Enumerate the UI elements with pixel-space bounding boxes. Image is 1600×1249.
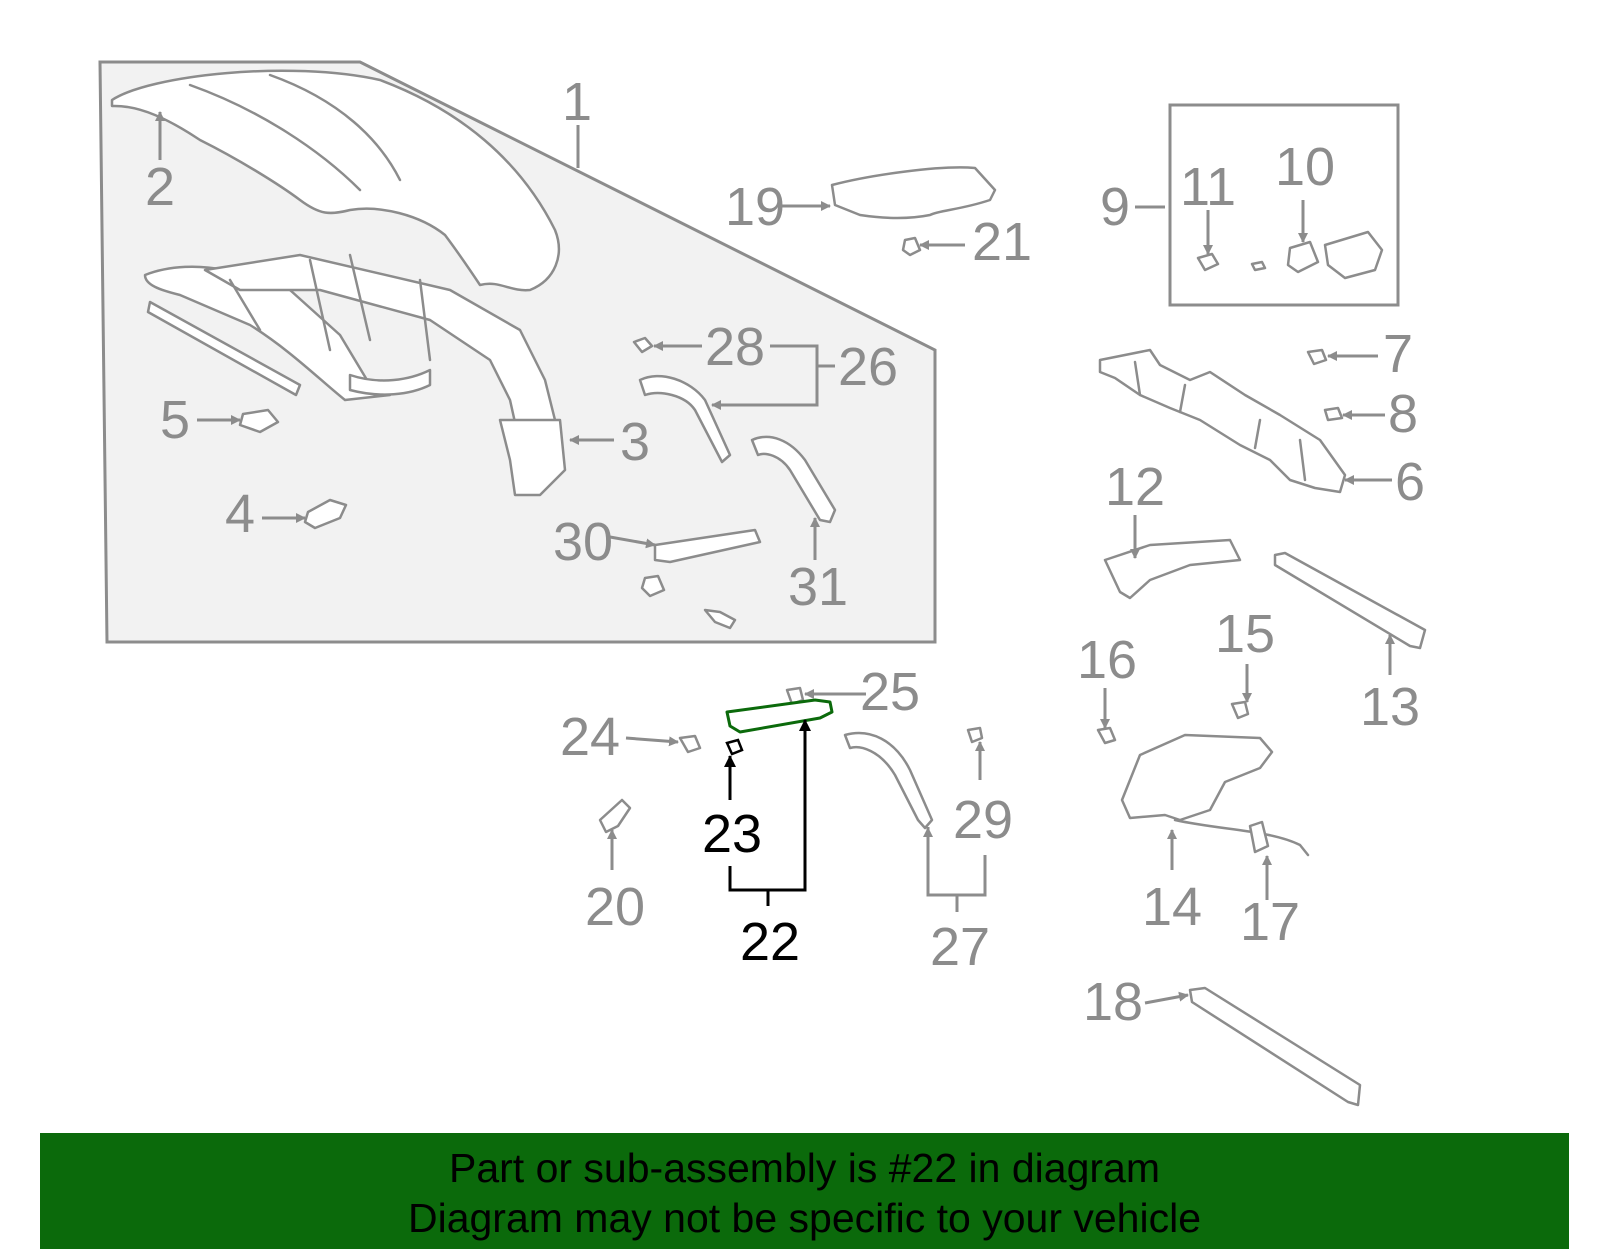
leader-lines	[155, 111, 1395, 1005]
part-15-clip	[1230, 700, 1250, 720]
part-27-trim	[843, 731, 934, 830]
top-frame	[143, 253, 567, 497]
part-13-rail	[1273, 551, 1427, 650]
callout-1: 1	[562, 72, 592, 132]
part-8-nut	[1323, 406, 1344, 422]
part-22-bracket	[725, 698, 834, 734]
callout-28: 28	[705, 317, 765, 377]
callout-18: 18	[1083, 972, 1143, 1032]
part-30-screw	[703, 608, 737, 630]
part-19-cover	[830, 166, 997, 220]
callout-6: 6	[1395, 452, 1425, 512]
callout-26: 26	[838, 337, 898, 397]
part-17-clip	[1248, 820, 1270, 854]
part-18-rail	[1188, 986, 1362, 1107]
callout-30: 30	[553, 512, 613, 572]
part-11-plug	[1196, 252, 1220, 272]
callout-4: 4	[225, 484, 255, 544]
part-21-clip	[901, 236, 922, 257]
banner-line-2: Diagram may not be specific to your vehi…	[407, 1195, 1201, 1241]
callout-8: 8	[1388, 384, 1418, 444]
part-16-clip	[1096, 726, 1117, 745]
callout-15: 15	[1215, 604, 1275, 664]
callout-9: 9	[1100, 177, 1130, 237]
part-12-bracket	[1103, 538, 1242, 600]
part-29-clip	[966, 726, 984, 744]
callout-3: 3	[620, 412, 650, 472]
callout-10: 10	[1275, 137, 1335, 197]
part-20-bracket	[598, 798, 632, 834]
part-30-clip	[640, 574, 666, 598]
part-28-clip	[632, 336, 654, 354]
part-6-crossmember	[1098, 348, 1347, 494]
callout-19: 19	[725, 177, 785, 237]
callout-17: 17	[1240, 892, 1300, 952]
part-10-cap	[1286, 240, 1320, 274]
callout-12: 12	[1105, 457, 1165, 517]
callout-2: 2	[145, 157, 175, 217]
part-25-clip	[785, 686, 805, 706]
info-banner: Part or sub-assembly is #22 in diagram D…	[40, 1133, 1569, 1249]
part-9-switch	[1323, 230, 1384, 280]
part-7-grommet	[1306, 348, 1328, 366]
part-31-trim	[750, 435, 837, 524]
callout-23: 23	[702, 804, 762, 864]
part-23-screw	[725, 738, 744, 756]
callout-21: 21	[972, 212, 1032, 272]
callout-31: 31	[788, 557, 848, 617]
callout-13: 13	[1360, 677, 1420, 737]
callout-11: 11	[1180, 157, 1236, 217]
callout-24: 24	[560, 707, 620, 767]
part-26-trim	[638, 374, 732, 464]
callout-20: 20	[585, 877, 645, 937]
part-30-rail	[653, 528, 762, 564]
callout-22: 22	[740, 912, 800, 972]
callout-25: 25	[860, 662, 920, 722]
soft-top-cover	[110, 69, 561, 292]
banner-line-1: Part or sub-assembly is #22 in diagram	[449, 1145, 1160, 1191]
callout-16: 16	[1077, 630, 1137, 690]
part-24-screw	[678, 734, 702, 754]
callout-14: 14	[1142, 877, 1202, 937]
callout-27: 27	[930, 917, 990, 977]
callout-29: 29	[953, 790, 1013, 850]
part-9-pin	[1250, 260, 1267, 272]
callout-7: 7	[1383, 324, 1413, 384]
part-14-housing	[1120, 733, 1274, 822]
callout-5: 5	[160, 390, 190, 450]
